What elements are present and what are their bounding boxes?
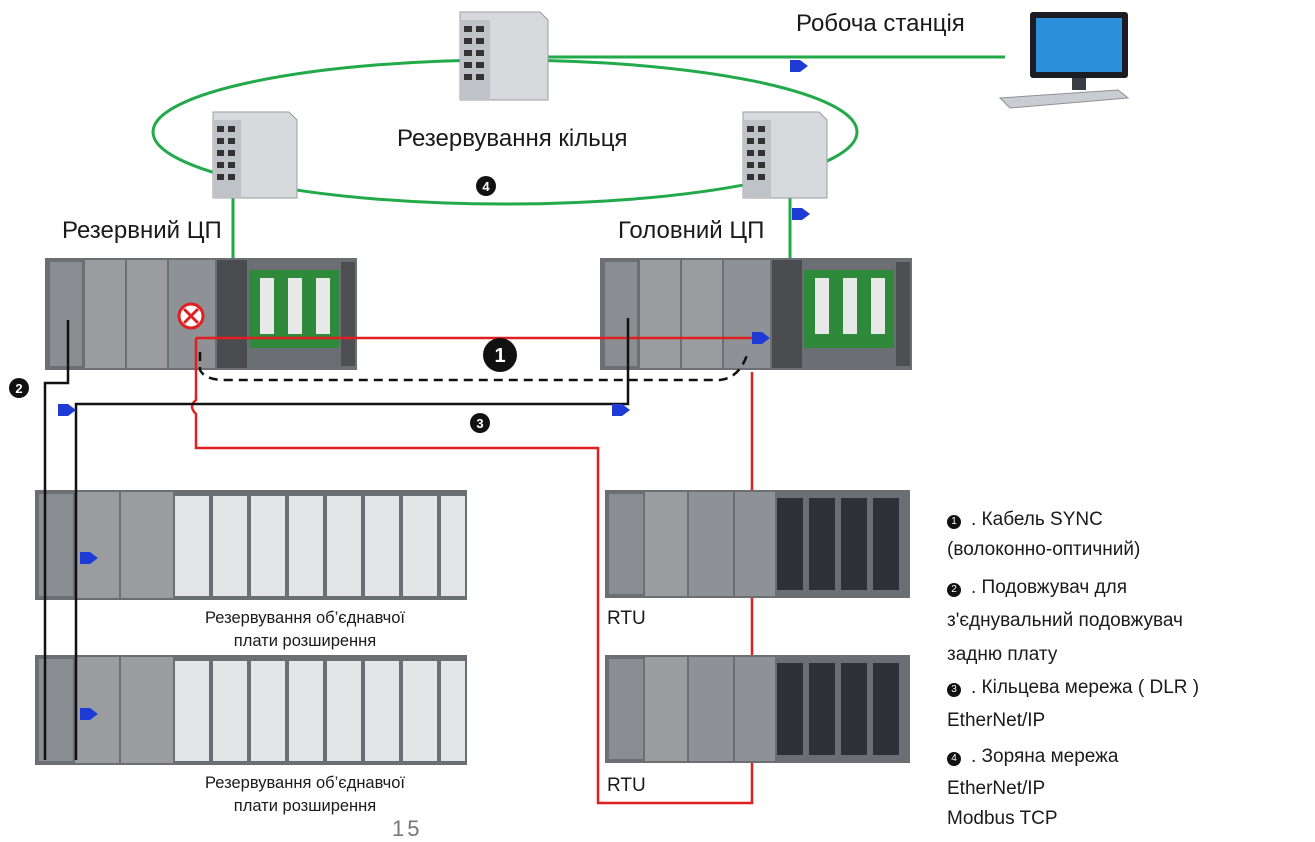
marker-1: 1 (483, 338, 517, 372)
switch-top (459, 11, 549, 101)
legend-bullet-4: 4 (947, 752, 961, 766)
main-cpu-rack (600, 258, 912, 370)
backplane-redundancy-label-2: Резервування об’єднавчої плати розширенн… (205, 774, 405, 815)
svg-text:3: 3 (476, 416, 483, 431)
workstation-computer (998, 12, 1130, 109)
marker-3: 3 (470, 413, 490, 433)
legend-item-3: 3. Кільцева мережа ( DLR ) (947, 677, 1199, 699)
legend-item-1-cont: (волоконно-оптичний) (947, 539, 1141, 560)
legend-bullet-1: 1 (947, 515, 961, 529)
backplane-extension-line-2 (74, 318, 630, 760)
backplane-redundancy-label-1: Резервування об’єднавчої плати розширенн… (205, 609, 405, 650)
svg-text:2: 2 (15, 381, 22, 396)
backplane-rack-1 (35, 490, 467, 600)
legend-bullet-3: 3 (947, 683, 961, 697)
marker-2: 2 (9, 378, 29, 398)
legend-item-2: 2. Подовжувач для (947, 577, 1127, 599)
main-cpu-label: Головний ЦП (618, 217, 765, 244)
legend-item-1: 1. Кабель SYNC (947, 509, 1103, 531)
legend-item-2-cont-a: з'єднувальний подовжувач (947, 610, 1183, 631)
ring-redundancy-label: Резервування кільця (397, 125, 628, 152)
svg-text:4: 4 (482, 179, 490, 194)
rtu-label-2: RTU (607, 775, 646, 796)
sync-fault-icon (177, 302, 205, 330)
legend-item-4-cont-b: Modbus TCP (947, 808, 1058, 829)
backup-cpu-label: Резервний ЦП (62, 217, 222, 244)
rtu-label-1: RTU (607, 608, 646, 629)
legend-item-4: 4. Зоряна мережа (947, 746, 1118, 768)
switch-right (742, 111, 828, 199)
legend-item-2-cont-b: задню плату (947, 644, 1058, 665)
workstation-label: Робоча станція (796, 10, 965, 37)
backplane-rack-2 (35, 655, 467, 765)
legend-bullet-2: 2 (947, 583, 961, 597)
rtu-rack-2 (605, 655, 910, 763)
marker-4: 4 (476, 176, 496, 196)
legend-item-3-cont: EtherNet/IP (947, 710, 1046, 731)
backplane-extension-line-1 (43, 320, 70, 760)
svg-text:1: 1 (494, 345, 505, 367)
legend-item-4-cont-a: EtherNet/IP (947, 778, 1046, 799)
dlr-ring-red (190, 338, 754, 805)
arrow-markers (58, 60, 810, 720)
rtu-rack-1 (605, 490, 910, 598)
sync-fiber-dashed (198, 351, 750, 382)
switch-left (212, 111, 298, 199)
page-number: 15 (392, 816, 423, 841)
